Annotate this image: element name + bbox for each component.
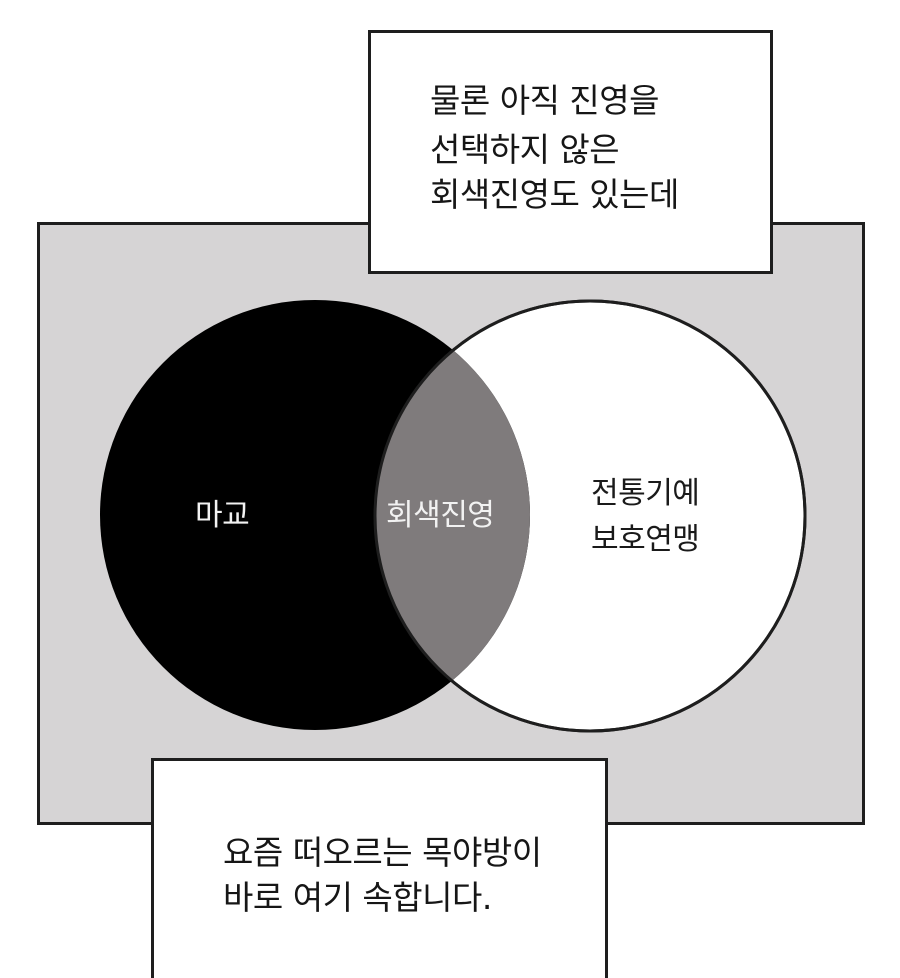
top-caption-line-2: 선택하지 않은 — [430, 130, 620, 169]
bottom-caption-line-2: 바로 여기 속합니다. — [223, 878, 492, 917]
left-set-label: 마교 — [195, 498, 250, 533]
top-caption-line-1: 물론 아직 진영을 — [430, 81, 660, 120]
top-caption-line-3: 회색진영도 있는데 — [430, 175, 679, 214]
top-caption-box: 물론 아직 진영을 선택하지 않은 회색진영도 있는데 — [368, 30, 773, 274]
intersection-label: 회색진영 — [386, 498, 495, 533]
bottom-caption-box: 요즘 떠오르는 목야방이 바로 여기 속합니다. — [151, 758, 608, 978]
right-set-label-line-1: 전통기예 — [591, 476, 700, 511]
right-set-outline — [373, 299, 807, 733]
bottom-caption-line-1: 요즘 떠오르는 목야방이 — [223, 833, 542, 872]
right-set-label-line-2: 보호연맹 — [591, 522, 700, 557]
intersection-region — [375, 301, 530, 730]
